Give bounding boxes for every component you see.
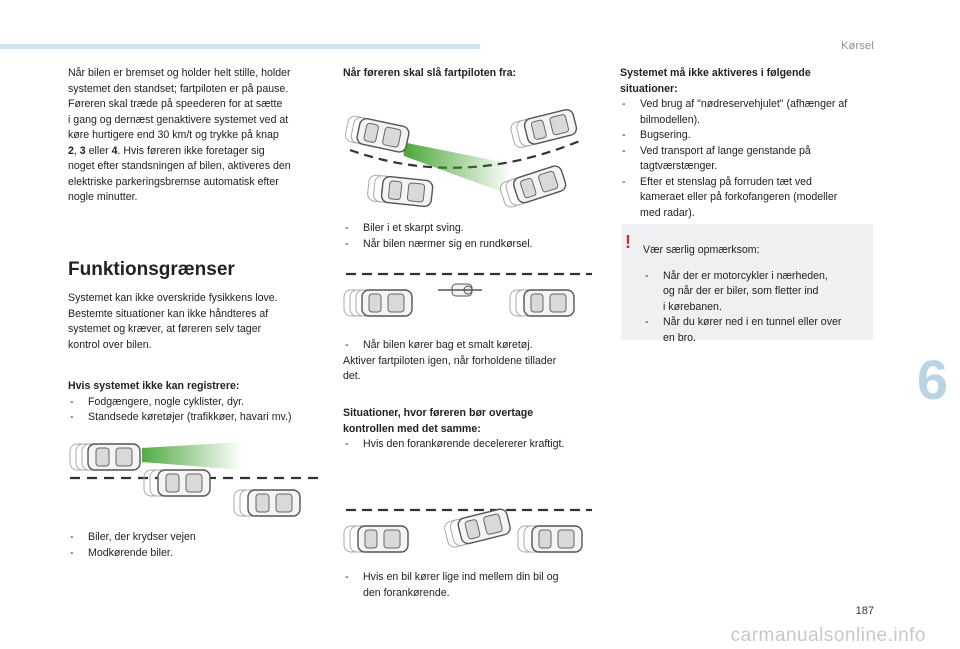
section-title: Kørsel <box>841 40 874 52</box>
text-line: nogle minutter. <box>68 191 138 203</box>
list-item: Biler, der krydser vejen <box>68 530 330 546</box>
motorcycle <box>438 283 482 297</box>
text-fragment: Hvis en bil kører lige ind mellem din bi… <box>363 571 559 583</box>
front-car <box>531 525 583 553</box>
deactivate-heading: Når føreren skal slå fartpiloten fra: <box>343 67 517 79</box>
text-line: Når bilen er bremset og holder helt stil… <box>68 67 291 79</box>
subheading: situationer: <box>620 82 678 95</box>
text-fragment: , <box>73 144 80 157</box>
list-item: Fodgængere, nogle cyklister, dyr. <box>68 395 330 411</box>
subheading: Hvis systemet ikke kan registrere: <box>68 380 240 392</box>
own-car <box>87 443 141 471</box>
text-fragment: tagtværstænger. <box>640 160 718 172</box>
not-detect-block: Hvis systemet ikke kan registrere: Fodgæ… <box>68 379 330 426</box>
figure1-caption: Biler, der krydser vejen Modkørende bile… <box>68 530 330 561</box>
text-fragment: Efter et stenslag på forruden tæt ved <box>640 175 812 188</box>
text-line: 2, 3 eller 4. Hvis føreren ikke foretage… <box>68 144 330 160</box>
subheading: Systemet må ikke aktiveres i følgende <box>620 67 811 79</box>
front-car <box>523 289 575 317</box>
crossing-car <box>157 469 211 497</box>
header-accent-bar <box>0 44 480 49</box>
list-item: Modkørende biler. <box>68 546 330 562</box>
text-line: Føreren skal træde på speederen for at s… <box>68 98 283 110</box>
attention-notice: ! Vær særlig opmærksom: Når der er motor… <box>621 224 873 344</box>
text-fragment: den forankørende. <box>363 586 450 599</box>
list-item: Ved brug af "nødreservehjulet" (afhænger… <box>620 97 880 128</box>
text-line: det. <box>343 370 361 382</box>
oncoming-car <box>247 489 301 517</box>
narrow-vehicle-illustration <box>343 272 592 317</box>
button-number: 3 <box>79 144 86 157</box>
narrow-caption: Når bilen kører bag et smalt køretøj. Ak… <box>343 338 605 385</box>
cut-in-illustration <box>343 507 592 553</box>
subheading: Situationer, hvor føreren bør overtage <box>343 407 534 419</box>
text-fragment: Ved brug af "nødreservehjulet" (afhænger… <box>640 98 848 110</box>
text-line: Systemet kan ikke overskride fysikkens l… <box>68 292 278 304</box>
text-line: elektriske parkeringsbremse automatisk e… <box>68 175 279 188</box>
text-line: kontrol over bilen. <box>68 338 152 351</box>
page-number: 187 <box>855 605 874 617</box>
list-item: Bugsering. <box>620 128 880 144</box>
list-item: Hvis en bil kører lige ind mellem din bi… <box>343 570 605 601</box>
text-fragment: med radar). <box>640 206 695 219</box>
curve-caption: Biler i et skarpt sving. Når bilen nærme… <box>343 221 605 252</box>
text-line: Aktiver fartpiloten igen, når forholdene… <box>343 354 557 367</box>
notice-title: Vær særlig opmærksom: <box>643 243 760 256</box>
text-fragment: kameraet eller på forkofangeren (modelle… <box>640 191 838 203</box>
subheading: kontrollen med det samme: <box>343 422 481 435</box>
list-item: Når der er motorcykler i nærheden, og når… <box>643 269 869 316</box>
caption-list: Biler i et skarpt sving. Når bilen nærme… <box>343 221 605 252</box>
list-item: Når bilen kører bag et smalt køretøj. <box>343 338 605 354</box>
chapter-number: 6 <box>916 348 948 411</box>
list-item: Efter et stenslag på forruden tæt ved kam… <box>620 175 880 222</box>
caption-list: Hvis en bil kører lige ind mellem din bi… <box>343 570 605 601</box>
text-fragment: en bro. <box>663 331 696 344</box>
sensor-beam <box>142 442 242 470</box>
intro-paragraph: Når bilen er bremset og holder helt stil… <box>68 66 330 206</box>
do-not-activate-block: Systemet må ikke aktiveres i følgende si… <box>620 66 880 221</box>
list-item: Når du kører ned i en tunnel eller over e… <box>643 315 869 346</box>
section-heading: Funktionsgrænser <box>68 259 235 280</box>
text-fragment: Bugsering. <box>640 129 691 141</box>
own-car <box>361 289 413 317</box>
text-fragment: . Hvis føreren ikke foretager sig <box>117 144 265 157</box>
cut-in-caption: Hvis en bil kører lige ind mellem din bi… <box>343 570 605 601</box>
takeover-block: Situationer, hvor føreren bør overtage k… <box>343 406 605 453</box>
text-line: Bestemte situationer kan ikke håndteres … <box>68 307 269 320</box>
warning-icon: ! <box>625 232 631 252</box>
list-item: Biler i et skarpt sving. <box>343 221 605 237</box>
notice-body: Vær særlig opmærksom: Når der er motorcy… <box>643 232 869 346</box>
button-number: 2 <box>68 144 74 157</box>
own-car <box>357 525 409 553</box>
list-item: Standsede køretøjer (trafikkøer, havari … <box>68 410 330 426</box>
text-fragment: og når der er biler, som fletter ind <box>663 285 819 298</box>
caption-list: Biler, der krydser vejen Modkørende bile… <box>68 530 330 561</box>
list-item: Hvis den forankørende decelererer krafti… <box>343 437 605 453</box>
limits-paragraph: Systemet kan ikke overskride fysikkens l… <box>68 291 330 353</box>
text-fragment: Ved transport af lange genstande på <box>640 144 811 157</box>
text-line: i gang og dernæst genaktivere systemet v… <box>68 113 289 126</box>
list-item: Ved transport af lange genstande på tagtv… <box>620 144 880 175</box>
list-item: Når bilen nærmer sig en rundkørsel. <box>343 237 605 253</box>
text-line: systemet og kræver, at føreren selv tage… <box>68 323 262 335</box>
notice-list: Når der er motorcykler i nærheden, og når… <box>643 269 869 347</box>
text-line: systemet den standset; fartpiloten er på… <box>68 82 289 95</box>
text-fragment: Når du kører ned i en tunnel eller over <box>663 316 842 329</box>
sensor-beam <box>402 142 512 192</box>
sharp-curve-illustration <box>344 107 583 208</box>
text-fragment: i kørebanen. <box>663 300 722 313</box>
caption-list: Når bilen kører bag et smalt køretøj. <box>343 338 605 354</box>
text-fragment: bilmodellen). <box>640 113 701 126</box>
text-fragment: Når der er motorcykler i nærheden, <box>663 269 828 282</box>
text-fragment: eller <box>85 144 112 157</box>
button-number: 4 <box>111 144 118 157</box>
not-detect-list: Fodgængere, nogle cyklister, dyr. Stands… <box>68 395 330 426</box>
crossing-cars-illustration <box>69 442 324 517</box>
cut-in-car <box>456 507 513 546</box>
do-not-activate-list: Ved brug af "nødreservehjulet" (afhænger… <box>620 97 880 221</box>
watermark: carmanualsonline.info <box>730 625 926 646</box>
text-line: noget efter standsningen af bilen, aktiv… <box>68 160 291 172</box>
text-line: køre hurtigere end 30 km/t og trykke på … <box>68 129 279 141</box>
takeover-list: Hvis den forankørende decelererer krafti… <box>343 437 605 453</box>
